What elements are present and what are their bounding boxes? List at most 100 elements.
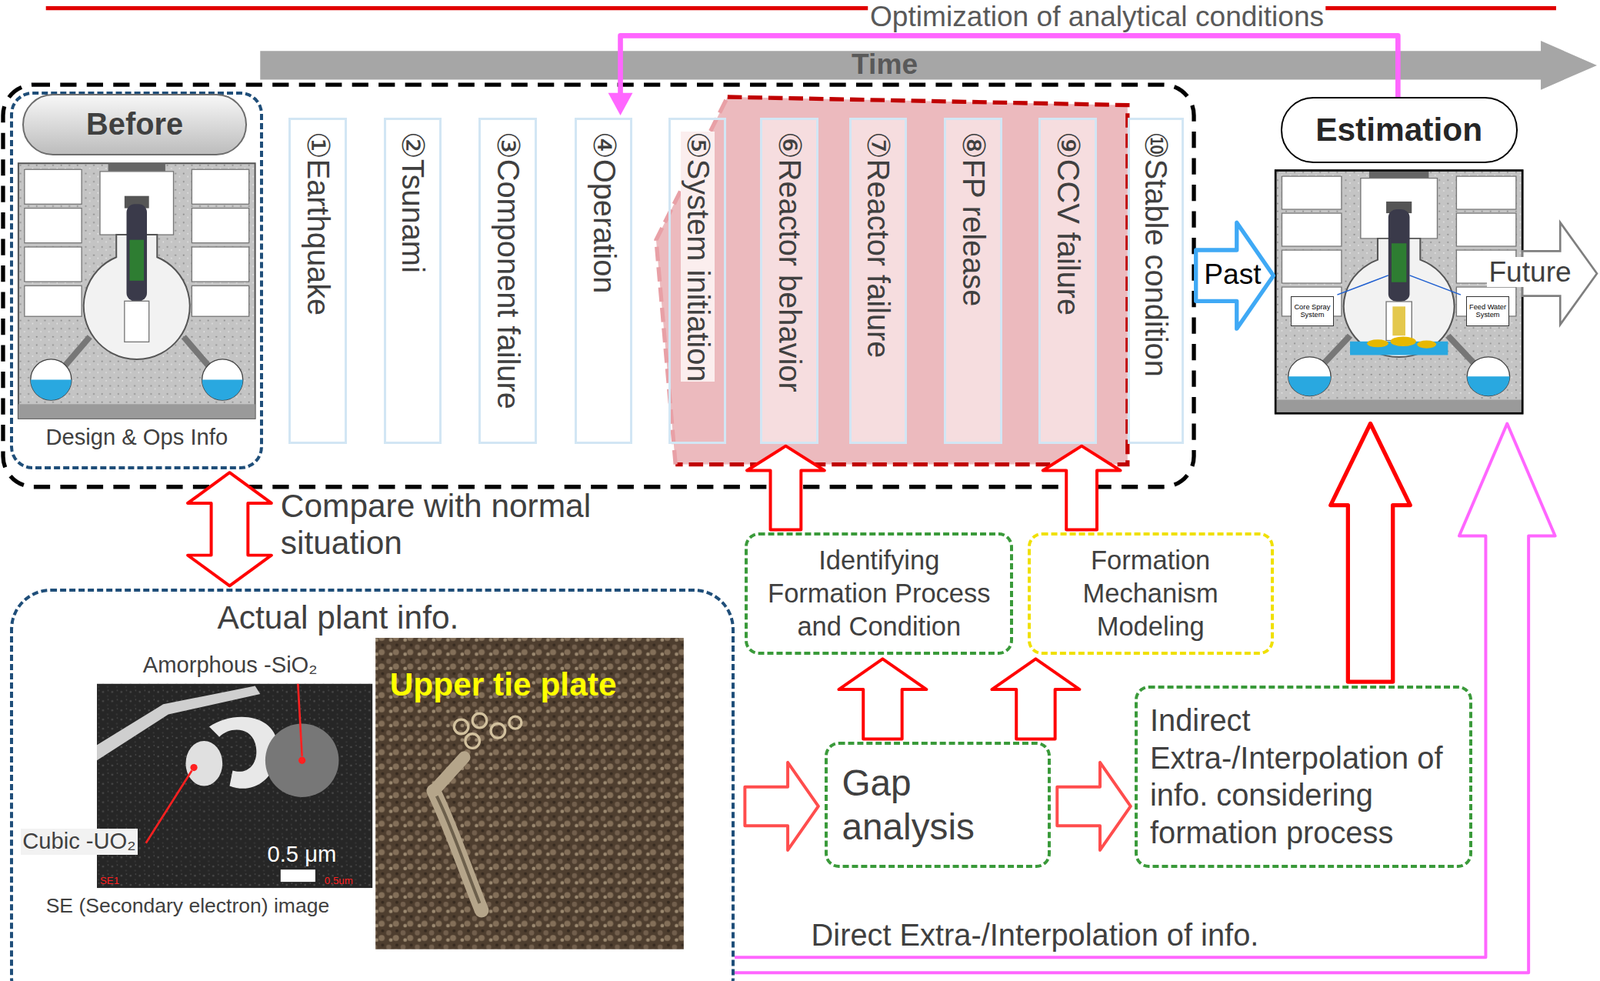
plant-estimated [1275, 170, 1523, 414]
block-arrow [187, 472, 272, 586]
box-text: Identifying Formation Process and Condit… [756, 543, 1003, 644]
block-arrow [1043, 446, 1121, 530]
timeline-step: ①Earthquake [288, 117, 347, 444]
timeline-step: ⑥Reactor behavior [760, 117, 819, 444]
scale-label: 0.5 μm [267, 841, 337, 868]
panel-heading: Actual plant info. [217, 599, 460, 637]
edge-label: Past [1203, 260, 1261, 289]
feedback-line [620, 35, 1399, 97]
step-label: ②Tsunami [396, 131, 430, 274]
scale-tag: 0.5um [324, 875, 354, 886]
process-box: Indirect Extra-/Interpolation of info. c… [1134, 685, 1473, 867]
step-label: ③Component failure [490, 131, 525, 410]
accident-region [675, 96, 1128, 465]
panel-caption: Design & Ops Info [10, 424, 264, 451]
feedback-arrow [608, 35, 1399, 115]
timeline-step: ⑤System initiation [668, 117, 727, 444]
photo: Upper tie plate [375, 637, 684, 950]
sem-picture [185, 740, 223, 786]
top-rule [46, 6, 1557, 10]
timeline-step: ④Operation [574, 117, 634, 444]
step-label: ①Earthquake [300, 131, 335, 316]
box-text: Formation Mechanism Modeling [1038, 543, 1262, 644]
sem-picture [265, 723, 340, 797]
sem-picture [96, 683, 373, 888]
axis-label: Time [851, 50, 918, 79]
evidence-panel: Actual plant info. Amorphous -SiO₂ Cubic -… [10, 588, 735, 981]
tie-plate-photo [453, 719, 469, 734]
step-label: ⑥Reactor behavior [772, 131, 807, 393]
step-label: ④Operation [586, 131, 621, 294]
plant-estimated [1275, 170, 1523, 414]
block-arrow [838, 658, 927, 739]
direct-arrow [734, 423, 1556, 974]
step-label: ⑨CCV failure [1050, 131, 1085, 316]
accident-region [656, 96, 1128, 465]
plant-estimated [1275, 170, 1523, 414]
tie-plate-photo [465, 733, 480, 749]
system-box: Feed Water System [1466, 296, 1510, 327]
plant-estimated [1336, 275, 1461, 356]
tie-plate-photo [472, 713, 487, 728]
sem-picture [280, 869, 316, 882]
system-box: Core Spray System [1290, 296, 1334, 327]
image-tag: SE1 [100, 875, 120, 886]
timeline-step: ⑩Stable condition [1127, 117, 1184, 444]
arrow-head [608, 93, 634, 116]
plant-estimated [1416, 340, 1437, 349]
step-label: ⑩Stable condition [1138, 131, 1173, 377]
tie-plate-photo [375, 637, 684, 950]
photo-caption: Upper tie plate [390, 666, 617, 704]
timeline-step: ⑨CCV failure [1038, 117, 1097, 444]
sem-picture [298, 756, 306, 764]
plant-estimated [1390, 336, 1417, 347]
sem-picture [146, 770, 193, 844]
arrow-label: Future [1486, 256, 1574, 287]
timeline-frame [3, 84, 1194, 487]
process-box: Formation Mechanism Modeling [1027, 532, 1274, 655]
timeline-step: ⑦Reactor failure [849, 117, 908, 444]
sem-picture [190, 763, 197, 771]
timeline-step: ⑧FP release [943, 117, 1003, 444]
plant-panel: BeforeDesign & Ops Info [10, 91, 264, 470]
box-text: Gap analysis [841, 760, 1016, 850]
estimation-panel: EstimationCore Spray System Feed Water Sy… [1275, 96, 1523, 414]
tie-plate-photo [490, 723, 506, 738]
tie-plate-photo [433, 790, 482, 910]
box-text: Core Spray System [1292, 303, 1332, 320]
phase-label: Amorphous -SiO₂ [140, 652, 320, 679]
step-label: ⑤System initiation [680, 131, 715, 382]
step-label: ⑧FP release [956, 131, 990, 307]
plant-estimated [1410, 275, 1461, 295]
tie-plate-photo [509, 716, 522, 729]
image-caption: SE (Secondary electron) image [46, 893, 330, 918]
sem-picture [297, 683, 302, 757]
timeline-step: ②Tsunami [383, 117, 443, 444]
plant-estimated [1336, 275, 1388, 295]
block-arrow [744, 762, 819, 850]
step-label: ⑦Reactor failure [861, 131, 896, 358]
edge-label: Compare with normal situation [280, 487, 597, 562]
block-arrow [1330, 423, 1410, 683]
accident-region [656, 96, 728, 465]
block-arrow [1056, 762, 1131, 850]
plant-before [18, 163, 256, 419]
tie-plate-photo [436, 796, 480, 904]
panel-heading: Before [22, 93, 247, 156]
edge-label: Optimization of analytical conditions [867, 2, 1326, 31]
plant-estimated [1366, 339, 1389, 347]
block-arrow [991, 658, 1080, 739]
box-text: Feed Water System [1468, 303, 1508, 320]
tie-plate-photo [375, 637, 684, 950]
panel-heading: Estimation [1280, 96, 1518, 164]
sem-picture [96, 683, 373, 888]
accident-region [656, 96, 1128, 465]
block-arrow [746, 446, 825, 530]
plant-estimated [1392, 306, 1406, 336]
edge-label: Direct Extra-/Interpolation of info. [809, 919, 1261, 952]
block-arrow [1196, 222, 1274, 329]
sem-picture [96, 683, 373, 888]
phase-label: Cubic -UO₂ [20, 828, 139, 855]
